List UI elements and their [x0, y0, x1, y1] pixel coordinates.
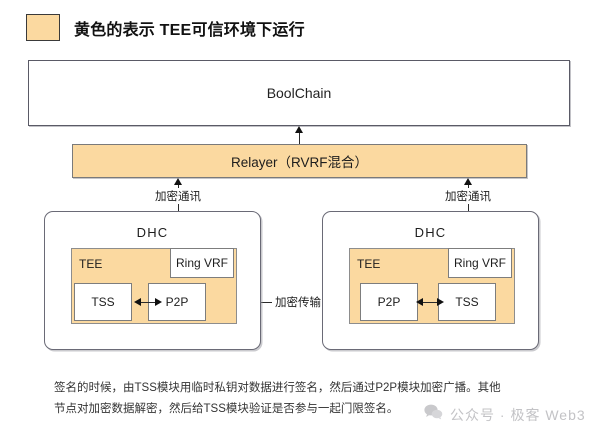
- arrowhead-tss-right: [437, 298, 444, 306]
- ring-vrf-box-right: Ring VRF: [448, 248, 512, 278]
- dhc-title-right: DHC: [414, 225, 447, 240]
- edge-label-encrypted-transfer: 加密传输: [272, 294, 324, 310]
- tee-label-left: TEE: [79, 257, 103, 271]
- connector-p2p-tss-right: [418, 302, 442, 303]
- dhc-node-right: DHC TEE Ring VRF P2P TSS: [322, 211, 539, 350]
- boolchain-box: BoolChain: [28, 60, 570, 126]
- legend: 黄色的表示 TEE可信环境下运行: [26, 14, 305, 41]
- watermark-text: 公众号 · 极客 Web3: [450, 406, 586, 423]
- arrowhead-p2p-left: [155, 298, 162, 306]
- legend-label: 黄色的表示 TEE可信环境下运行: [74, 21, 305, 39]
- wechat-icon: [424, 404, 443, 425]
- edge-label-encrypted-comm-right: 加密通讯: [442, 188, 494, 204]
- caption-line-2: 节点对加密数据解密，然后给TSS模块验证是否参与一起门限签名。: [54, 403, 399, 416]
- relayer-box: Relayer（RVRF混合）: [72, 144, 527, 178]
- tss-box-left: TSS: [74, 283, 132, 321]
- p2p-box-right: P2P: [360, 283, 418, 321]
- relayer-label: Relayer（RVRF混合）: [230, 155, 369, 170]
- caption-line-1: 签名的时候，由TSS模块用临时私钥对数据进行签名，然后通过P2P模块加密广播。其…: [54, 382, 501, 394]
- dhc-node-left: DHC TEE Ring VRF TSS P2P: [44, 211, 261, 350]
- edge-label-encrypted-comm-left: 加密通讯: [152, 188, 204, 204]
- tee-label-right: TEE: [357, 257, 381, 271]
- boolchain-label: BoolChain: [266, 85, 332, 101]
- arrowhead-right-node-to-relayer: [464, 178, 472, 185]
- arrowhead-relayer-to-boolchain: [295, 126, 303, 133]
- dhc-title-left: DHC: [136, 225, 169, 240]
- caption: 签名的时候，由TSS模块用临时私钥对数据进行签名，然后通过P2P模块加密广播。其…: [54, 378, 554, 421]
- arrowhead-left-node-to-relayer: [174, 178, 182, 185]
- tss-box-right: TSS: [438, 283, 496, 321]
- tee-panel-right: TEE Ring VRF P2P TSS: [349, 248, 515, 324]
- connector-tss-p2p-left: [136, 302, 160, 303]
- ring-vrf-box-left: Ring VRF: [170, 248, 234, 278]
- legend-color-swatch: [26, 14, 60, 41]
- tee-panel-left: TEE Ring VRF TSS P2P: [71, 248, 237, 324]
- watermark: 公众号 · 极客 Web3: [424, 404, 586, 425]
- connector-relayer-to-boolchain: [299, 133, 300, 146]
- arrowhead-p2p-right: [416, 298, 423, 306]
- arrowhead-tss-left: [134, 298, 141, 306]
